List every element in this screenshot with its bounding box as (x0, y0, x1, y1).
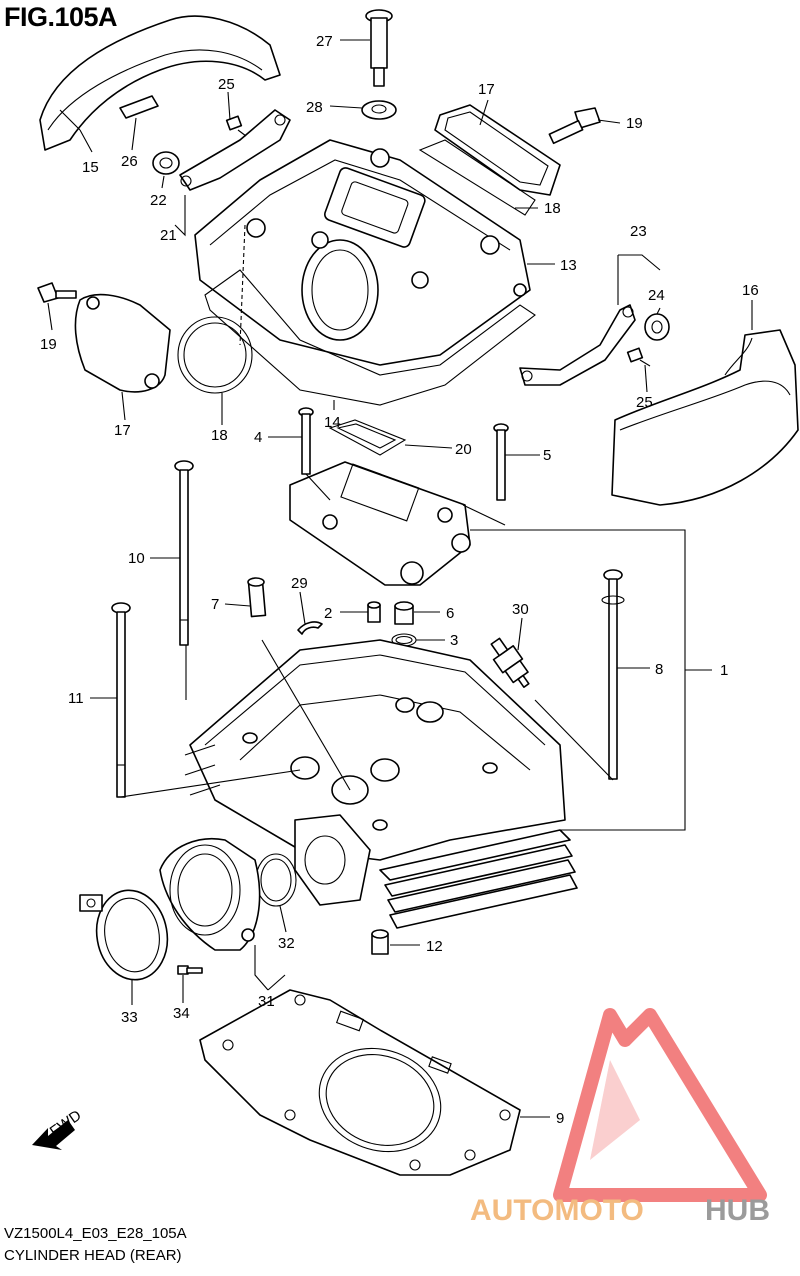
callout-18-top: 18 (544, 200, 561, 217)
part-4-bolt[interactable] (298, 407, 314, 475)
watermark-text-b: HUB (705, 1194, 770, 1227)
figure-code: VZ1500L4_E03_E28_105A (4, 1225, 187, 1242)
leader-lines (47, 39, 753, 1118)
figure-caption: CYLINDER HEAD (REAR) (4, 1247, 182, 1264)
callout-17-top: 17 (478, 81, 495, 98)
part-7-valve-guide[interactable] (247, 577, 267, 618)
part-23-bracket[interactable] (519, 304, 636, 386)
part-33-clamp[interactable] (79, 885, 174, 986)
callout-19-left: 19 (40, 336, 57, 353)
part-14-cover-gasket[interactable] (204, 269, 536, 406)
part-31-intake-pipe[interactable] (159, 838, 261, 951)
part-21-bracket[interactable] (179, 109, 291, 191)
part-12-dowel[interactable] (371, 929, 389, 955)
part-13-head-cover[interactable] (194, 139, 531, 366)
part-5-bolt[interactable] (493, 423, 509, 501)
callout-33: 33 (121, 1009, 138, 1026)
callout-7: 7 (211, 596, 219, 613)
part-1-cylinder-head[interactable] (184, 639, 578, 929)
part-19-bolt-left[interactable] (37, 282, 77, 303)
part-25-bolt-right[interactable] (626, 347, 651, 367)
callout-24: 24 (648, 287, 665, 304)
part-8-stud-bolt[interactable] (601, 569, 625, 780)
callout-31: 31 (258, 993, 275, 1010)
part-32-o-ring[interactable] (255, 853, 297, 907)
callout-5: 5 (543, 447, 551, 464)
part-34-screw[interactable] (177, 965, 203, 975)
callout-21: 21 (160, 227, 177, 244)
watermark-text-a: AUTOMOTO (470, 1194, 644, 1227)
callout-16: 16 (742, 282, 759, 299)
callout-8: 8 (655, 661, 663, 678)
callout-10: 10 (128, 550, 145, 567)
fwd-arrow: FWD (32, 1107, 85, 1150)
callout-32: 32 (278, 935, 295, 952)
part-24-rubber[interactable] (644, 313, 670, 341)
callout-26: 26 (121, 153, 138, 170)
part-26-plate[interactable] (119, 95, 159, 119)
callout-25-right: 25 (636, 394, 653, 411)
callout-25-top: 25 (218, 76, 235, 93)
callout-23: 23 (630, 223, 647, 240)
callout-27: 27 (316, 33, 333, 50)
callout-28: 28 (306, 99, 323, 116)
part-18-gasket-left[interactable] (177, 316, 253, 394)
part-27-bolt[interactable] (365, 9, 393, 87)
part-10-stud-bolt[interactable] (174, 460, 194, 646)
callout-20: 20 (455, 441, 472, 458)
callout-19-top: 19 (626, 115, 643, 132)
callout-22: 22 (150, 192, 167, 209)
part-22-rubber[interactable] (152, 151, 180, 175)
callout-17-left: 17 (114, 422, 131, 439)
part-28-washer[interactable] (361, 100, 397, 120)
figure-title: FIG.105A (4, 2, 118, 32)
part-15-side-cover[interactable] (39, 15, 281, 151)
part-17-cap-left[interactable] (74, 293, 171, 393)
part-11-stud-bolt[interactable] (111, 602, 131, 798)
part-2-dowel[interactable] (367, 601, 381, 623)
callout-13: 13 (560, 257, 577, 274)
callout-4: 4 (254, 429, 262, 446)
callout-labels: 27 28 25 26 15 22 21 17 18 19 13 23 24 2… (40, 33, 759, 1127)
part-19-bolt-top[interactable] (548, 107, 601, 145)
callout-34: 34 (173, 1005, 190, 1022)
callout-29: 29 (291, 575, 308, 592)
part-20-gasket[interactable] (328, 419, 407, 456)
callout-1: 1 (720, 662, 728, 679)
callout-12: 12 (426, 938, 443, 955)
watermark-logo: AUTOMOTO HUB (470, 1008, 770, 1227)
callout-6: 6 (446, 605, 454, 622)
part-6-dowel[interactable] (394, 601, 414, 625)
callout-18-left: 18 (211, 427, 228, 444)
part-holder-block[interactable] (289, 461, 471, 586)
part-16-side-cover-right[interactable] (611, 329, 799, 506)
part-29-circlip[interactable] (297, 621, 323, 635)
part-17-cap-top[interactable] (434, 104, 561, 196)
callout-9: 9 (556, 1110, 564, 1127)
callout-30: 30 (512, 601, 529, 618)
callout-14: 14 (324, 414, 341, 431)
callout-15: 15 (82, 159, 99, 176)
part-30-spark-plug[interactable] (486, 634, 537, 692)
callout-2: 2 (324, 605, 332, 622)
part-9-head-gasket[interactable] (199, 989, 521, 1176)
callout-3: 3 (450, 632, 458, 649)
callout-11: 11 (68, 690, 84, 707)
part-18-gasket-top[interactable] (418, 139, 536, 216)
